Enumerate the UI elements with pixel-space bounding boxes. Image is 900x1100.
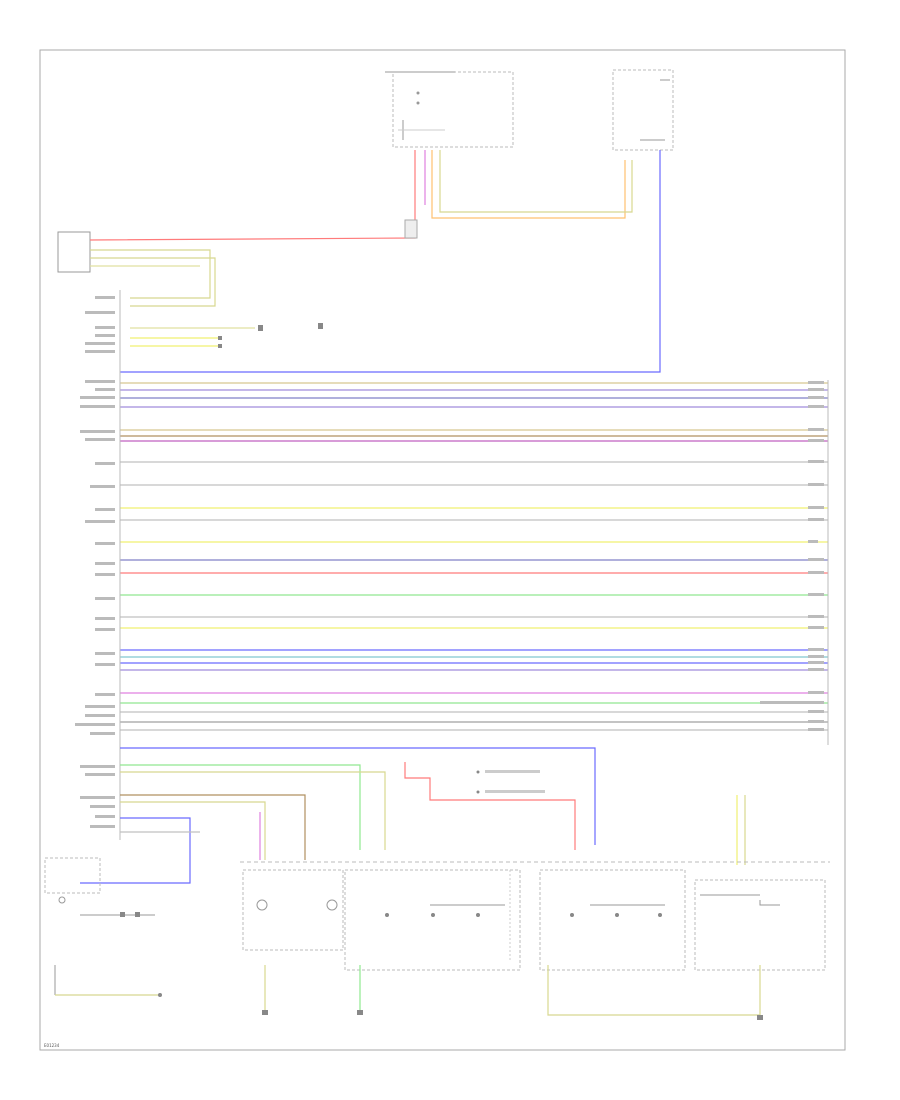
lower-wires [80,747,746,884]
main-harness-bus [120,382,828,731]
left-sensor-box [44,857,162,997]
left-headlight-unit [242,869,344,951]
footer-code: E01234 [44,1043,60,1048]
top-right-module [612,69,674,151]
top-wires [89,150,661,373]
right-headlight-unit [539,869,686,971]
right-pin-labels [760,381,824,731]
top-center-module [385,71,514,148]
diagram-frame [39,49,846,1051]
ground-wires [264,965,761,1016]
wire-legend [476,770,545,794]
ground-symbols [262,1010,763,1020]
top-connector-marks [218,219,418,348]
left-switch-box [57,231,91,273]
headlight-control-module [344,869,521,971]
left-pin-labels [75,296,115,828]
right-marker-unit [694,879,826,971]
